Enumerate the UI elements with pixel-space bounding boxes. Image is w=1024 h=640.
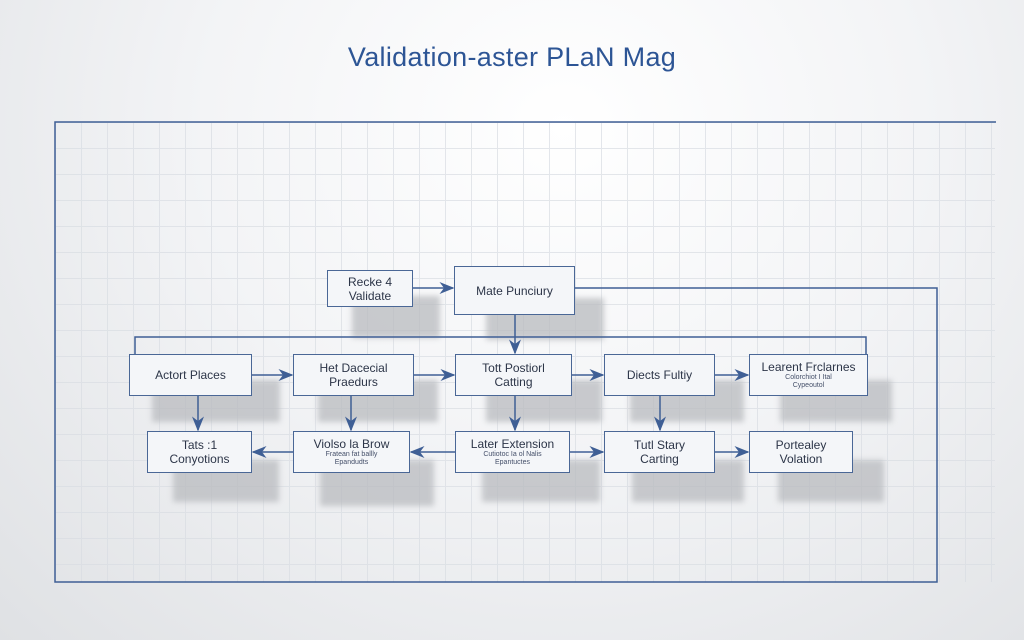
node-sublabel: Cutiotoc Ia ol Nalis: [483, 451, 542, 458]
node-sublabel: Colorchiot I Ital: [785, 374, 832, 381]
node-label: Mate Punciury: [476, 283, 553, 298]
node-label: Diects Fultiy: [626, 368, 693, 382]
node-label: Learent Frclarnes: [761, 360, 856, 374]
node-label: Conyotions: [169, 452, 230, 466]
node-tutl-stary[interactable]: Tutl Stary Carting: [604, 431, 715, 473]
node-portealey-volation[interactable]: Portealey Volation: [749, 431, 853, 473]
node-label: Validate: [348, 288, 392, 303]
node-sublabel: Epantuctes: [494, 459, 531, 466]
node-label: Later Extension: [470, 437, 555, 451]
node-sublabel: Epandudts: [334, 459, 369, 466]
node-learent-frclarnes[interactable]: Learent Frclarnes Colorchiot I Ital Cype…: [749, 354, 868, 396]
outer-frame: [54, 121, 996, 583]
node-recke-validate[interactable]: Recke 4 Validate: [327, 270, 413, 307]
node-sublabel: Cypeoutol: [792, 382, 825, 389]
node-tott-postiorl[interactable]: Tott Postiorl Catting: [455, 354, 572, 396]
node-label: Tutl Stary: [634, 438, 685, 452]
node-violso-la-brow[interactable]: Violso la Brow Fratean fat ballly Epandu…: [293, 431, 410, 473]
node-diects-fultiy[interactable]: Diects Fultiy: [604, 354, 715, 396]
node-later-extension[interactable]: Later Extension Cutiotoc Ia ol Nalis Epa…: [455, 431, 570, 473]
bus-line: [134, 336, 867, 354]
node-tats-conyotions[interactable]: Tats :1 Conyotions: [147, 431, 252, 473]
grid-background: [55, 122, 995, 582]
node-actort-places[interactable]: Actort Places: [129, 354, 252, 396]
node-label: Catting: [494, 375, 533, 389]
node-label: Recke 4: [347, 274, 393, 289]
node-label: Volation: [779, 452, 823, 466]
node-label: Violso la Brow: [313, 437, 390, 451]
node-label: Carting: [640, 452, 679, 466]
node-label: Tott Postiorl: [482, 361, 545, 375]
node-label: Portealey: [775, 438, 827, 452]
node-label: Het Dacecial: [319, 361, 388, 375]
node-sublabel: Fratean fat ballly: [325, 451, 378, 458]
node-label: Tats :1: [181, 438, 218, 452]
diagram-title: Validation-aster PLaN Mag: [347, 42, 677, 72]
node-label: Actort Places: [155, 368, 226, 382]
node-het-dacecial[interactable]: Het Dacecial Praedurs: [293, 354, 414, 396]
node-made-punciury[interactable]: Mate Punciury: [454, 266, 575, 315]
node-label: Praedurs: [329, 375, 378, 389]
